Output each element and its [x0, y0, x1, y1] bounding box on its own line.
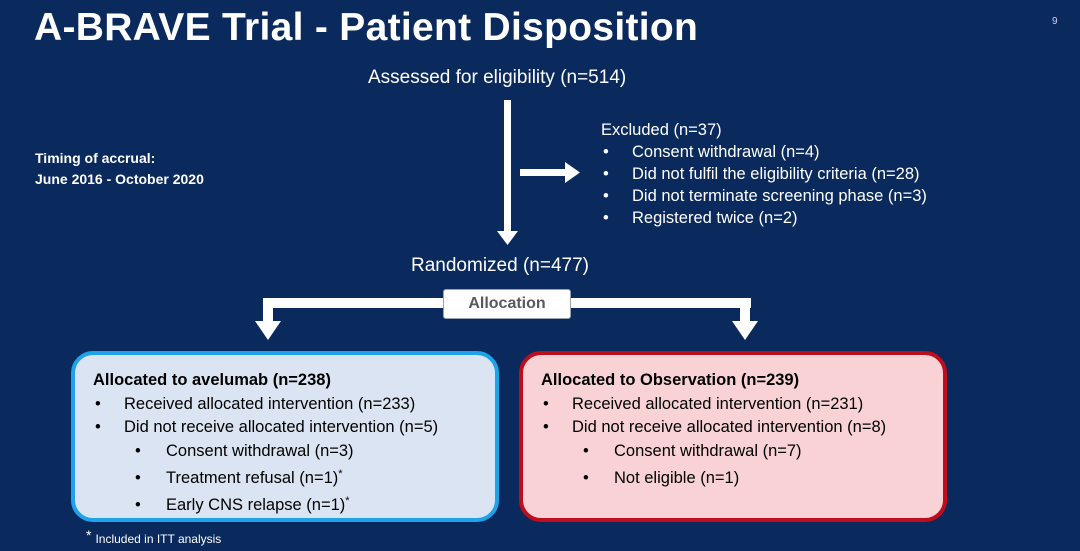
observation-branch-arrow	[571, 298, 758, 340]
sub-item-text: Consent withdrawal (n=3)	[166, 441, 354, 460]
sub-item-text: Not eligible (n=1)	[614, 468, 740, 487]
assessed-node: Assessed for eligibility (n=514)	[368, 67, 627, 88]
excluded-node: Excluded (n=37) Consent withdrawal (n=4)…	[601, 119, 927, 229]
footnote-mark: *	[345, 494, 350, 507]
list-item: Not eligible (n=1)	[581, 467, 927, 491]
observation-arm-header: Allocated to Observation (n=239)	[541, 371, 800, 389]
avelumab-arm-header: Allocated to avelumab (n=238)	[93, 371, 331, 389]
list-item: Received allocated intervention (n=231)	[541, 393, 927, 417]
observation-arm-box: Allocated to Observation (n=239) Receive…	[519, 351, 947, 522]
allocation-box: Allocation	[443, 289, 571, 319]
list-item: Did not receive allocated intervention (…	[541, 416, 927, 440]
list-item: Consent withdrawal (n=7)	[581, 440, 927, 464]
list-item: Consent withdrawal (n=4)	[601, 141, 927, 163]
excluded-header: Excluded (n=37)	[601, 121, 722, 139]
timing-of-accrual: Timing of accrual: June 2016 - October 2…	[35, 148, 204, 190]
page-number: 9	[1052, 16, 1058, 27]
avelumab-branch-arrow	[255, 298, 444, 340]
list-item: Did not receive allocated intervention (…	[93, 416, 479, 440]
sub-item-text: Early CNS relapse (n=1)	[166, 495, 346, 514]
list-item: Registered twice (n=2)	[601, 207, 927, 229]
list-item: Received allocated intervention (n=233)	[93, 393, 479, 417]
avelumab-sub-list: Consent withdrawal (n=3) Treatment refus…	[93, 440, 479, 518]
avelumab-arm-list: Received allocated intervention (n=233) …	[93, 393, 479, 440]
sub-item-text: Consent withdrawal (n=7)	[614, 441, 802, 460]
page-title: A-BRAVE Trial - Patient Disposition	[34, 6, 699, 49]
list-item: Treatment refusal (n=1)*	[133, 467, 479, 491]
footnote: *Included in ITT analysis	[86, 527, 221, 546]
randomized-node: Randomized (n=477)	[411, 255, 589, 276]
main-down-arrow	[497, 100, 518, 245]
sub-item-text: Treatment refusal (n=1)	[166, 468, 339, 487]
excluded-list: Consent withdrawal (n=4) Did not fulfil …	[601, 141, 927, 229]
list-item: Did not terminate screening phase (n=3)	[601, 185, 927, 207]
footnote-mark: *	[86, 527, 92, 543]
footnote-text: Included in ITT analysis	[95, 532, 222, 546]
list-item: Consent withdrawal (n=3)	[133, 440, 479, 464]
footnote-mark: *	[338, 467, 343, 480]
observation-sub-list: Consent withdrawal (n=7) Not eligible (n…	[541, 440, 927, 491]
timing-label: Timing of accrual:	[35, 150, 156, 166]
observation-arm-list: Received allocated intervention (n=231) …	[541, 393, 927, 440]
excluded-arrow	[520, 162, 580, 183]
list-item: Did not fulfil the eligibility criteria …	[601, 163, 927, 185]
list-item: Early CNS relapse (n=1)*	[133, 494, 479, 518]
avelumab-arm-box: Allocated to avelumab (n=238) Received a…	[71, 351, 499, 522]
timing-range: June 2016 - October 2020	[35, 171, 204, 187]
